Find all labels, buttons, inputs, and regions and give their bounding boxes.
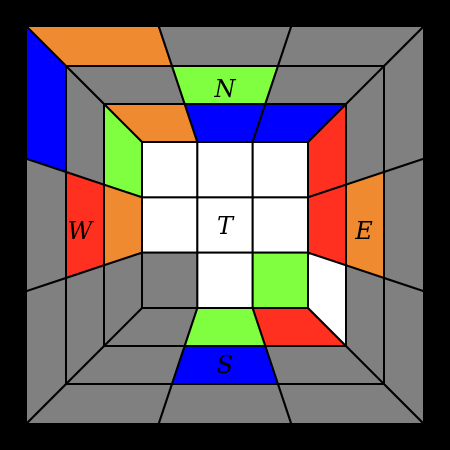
top-facelet-0-2 [251, 141, 309, 199]
label-south: S [217, 351, 233, 379]
top-facelet-1-0 [141, 196, 199, 254]
east-facelet-0-1 [307, 183, 347, 267]
north-facelet-2-1 [157, 25, 293, 67]
top-facelet-0-0 [141, 141, 199, 199]
label-top: T [217, 212, 235, 240]
east-facelet-2-1 [383, 157, 425, 293]
top-facelet-0-1 [196, 141, 254, 199]
east-facelet-2-2 [383, 277, 425, 425]
label-west: W [68, 217, 95, 245]
north-facelet-0-1 [183, 103, 267, 143]
west-facelet-0-1 [103, 183, 143, 267]
label-east: E [354, 217, 373, 245]
cube-facelets [25, 25, 425, 425]
north-facelet-2-2 [277, 25, 425, 67]
west-facelet-2-2 [25, 277, 67, 425]
top-facelet-2-2 [251, 251, 309, 309]
south-facelet-0-1 [183, 307, 267, 347]
west-facelet-2-1 [25, 157, 67, 293]
top-facelet-2-1 [196, 251, 254, 309]
label-north: N [214, 75, 237, 103]
top-facelet-1-2 [251, 196, 309, 254]
south-facelet-2-1 [157, 383, 293, 425]
top-facelet-2-0 [141, 251, 199, 309]
